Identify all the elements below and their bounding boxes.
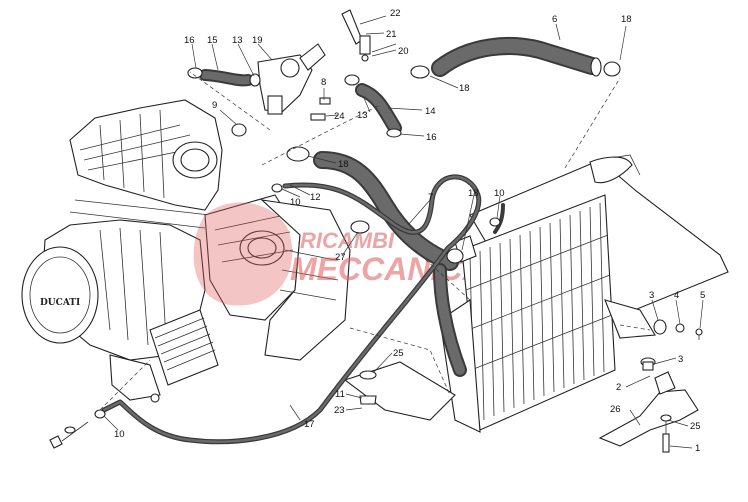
grommet-parts: [653, 319, 703, 340]
callout-3-top: 3: [649, 290, 654, 301]
callout-5: 5: [700, 290, 705, 301]
callout-2: 2: [616, 382, 621, 393]
callout-24: 24: [334, 111, 345, 122]
callout-14: 14: [425, 106, 436, 117]
small-parts: [49, 9, 621, 449]
lower-bracket: [343, 361, 456, 421]
callout-26: 26: [610, 404, 621, 415]
radiator-assembly: [439, 154, 729, 433]
callout-27: 27: [335, 252, 346, 263]
callout-12: 12: [310, 192, 321, 203]
engine-brand-logo: DUCATI: [40, 298, 80, 308]
callout-25-middle: 25: [393, 348, 404, 359]
callout-1: 1: [695, 443, 700, 454]
callout-9: 9: [212, 100, 217, 111]
callout-16-middle: 16: [426, 132, 437, 143]
callout-25-right: 25: [690, 421, 701, 432]
leader-lines: [103, 15, 704, 449]
callout-21: 21: [386, 29, 397, 40]
callout-3-bottom: 3: [678, 354, 683, 365]
callout-15: 15: [207, 35, 218, 46]
callout-20: 20: [398, 46, 409, 57]
callout-7: 7: [428, 192, 433, 203]
callout-10-bottom: 10: [114, 429, 125, 440]
callout-6: 6: [552, 14, 557, 25]
callout-10-right: 10: [494, 188, 505, 199]
callout-13-top: 13: [232, 35, 243, 46]
callout-11: 11: [335, 389, 345, 400]
callout-13-middle: 13: [357, 110, 368, 121]
mounting-bracket: [598, 357, 699, 453]
callout-17: 17: [304, 419, 315, 430]
callout-8: 8: [321, 77, 326, 88]
engine-block: DUCATI: [21, 99, 351, 403]
callout-19: 19: [252, 35, 263, 46]
callout-16-top: 16: [184, 35, 195, 46]
callout-23: 23: [334, 405, 345, 416]
callout-labels: 22 21 20 6 18 16 15 13 19 8 18 9 14 13 2…: [114, 8, 705, 454]
callout-18-top-right: 18: [621, 14, 632, 25]
callout-22: 22: [390, 8, 401, 19]
reference-lines: [99, 71, 651, 411]
callout-10-left: 10: [290, 197, 301, 208]
watermark-logo-shape: [193, 202, 293, 306]
callout-4: 4: [674, 290, 679, 301]
callout-18-right: 18: [468, 188, 479, 199]
callout-18-middle: 18: [338, 159, 349, 170]
hoses: [101, 37, 602, 445]
callout-18-upper: 18: [459, 83, 470, 94]
watermark-line1: RICAMBI: [300, 228, 395, 253]
